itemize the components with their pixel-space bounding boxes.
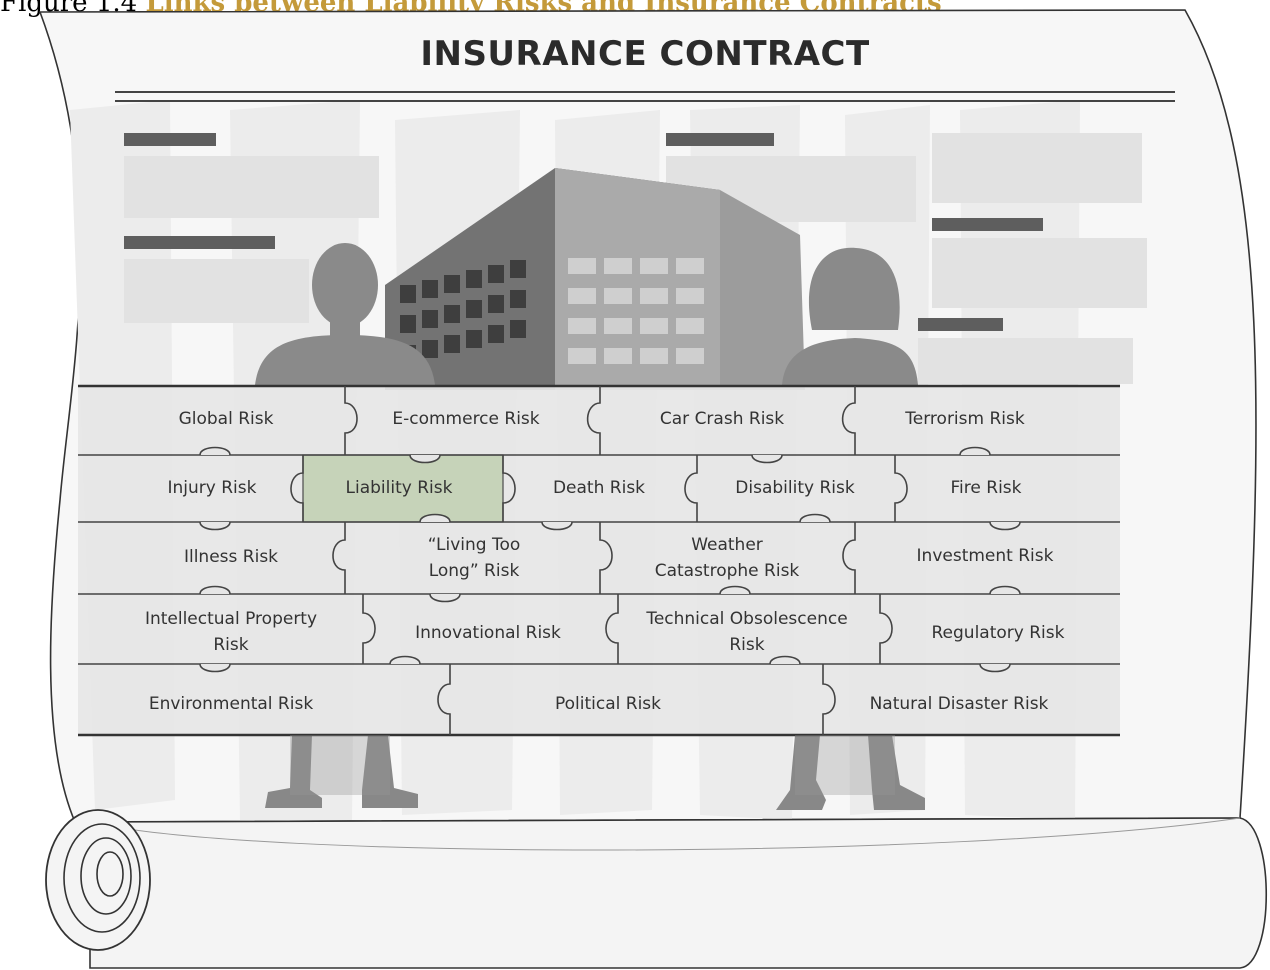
label-weather-catastrophe-risk: Weather Catastrophe Risk [654, 535, 800, 581]
label-injury-risk: Injury Risk [167, 478, 257, 498]
label-car-crash-risk: Car Crash Risk [659, 409, 785, 429]
label-environmental-risk: Environmental Risk [148, 694, 314, 714]
label-living-too-long-risk: “Living Too Long” Risk [427, 535, 521, 581]
label-intellectual-property-risk: Intellectual Property Risk [144, 609, 318, 655]
legs-shadow [290, 735, 895, 795]
text-blocks [124, 133, 1147, 384]
contract-title: INSURANCE CONTRACT [420, 34, 870, 74]
label-death-risk: Death Risk [552, 478, 646, 498]
label-global-risk: Global Risk [178, 409, 274, 429]
label-natural-disaster-risk: Natural Disaster Risk [869, 694, 1049, 714]
highlight-piece [302, 454, 504, 523]
label-technical-obsolescence-risk: Technical Obsolescence Risk [646, 609, 848, 655]
label-ecommerce-risk: E-commerce Risk [392, 409, 540, 429]
building-icon [385, 168, 805, 390]
label-political-risk: Political Risk [554, 694, 662, 714]
label-fire-risk: Fire Risk [950, 478, 1022, 498]
man-silhouette [255, 243, 435, 808]
puzzle-grid [78, 384, 1120, 737]
label-illness-risk: Illness Risk [183, 547, 279, 567]
label-terrorism-risk: Terrorism Risk [905, 409, 1025, 429]
label-innovational-risk: Innovational Risk [415, 623, 561, 643]
label-disability-risk: Disability Risk [735, 478, 855, 498]
scroll-roll [45, 809, 1267, 969]
label-investment-risk: Investment Risk [916, 546, 1054, 566]
label-liability-risk: Liability Risk [345, 478, 453, 498]
woman-silhouette [776, 247, 925, 810]
label-regulatory-risk: Regulatory Risk [931, 623, 1065, 643]
heading-bars [124, 133, 1043, 331]
